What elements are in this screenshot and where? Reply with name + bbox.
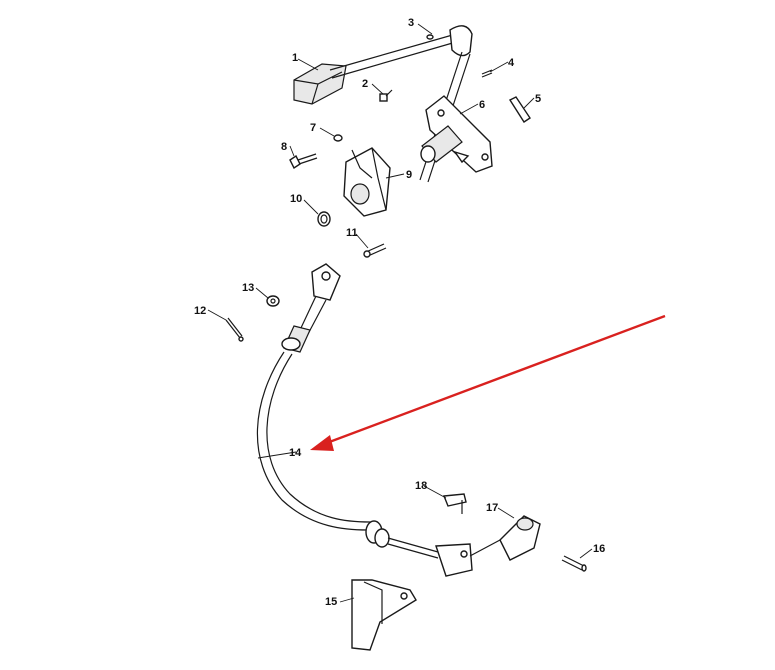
label-6: 6 [479, 99, 485, 111]
part-6-mounting-bracket [420, 95, 493, 173]
part-11-pin [363, 243, 387, 258]
part-2-bolt [379, 89, 393, 102]
part-1-shift-pad [293, 63, 347, 105]
part-4-pin [481, 69, 493, 78]
part-5-bolt [508, 96, 531, 123]
part-7-washer [333, 134, 343, 142]
label-18: 18 [415, 480, 427, 492]
part-10-snap-ring [317, 211, 331, 227]
part-15-cable-bracket [351, 579, 417, 651]
label-4: 4 [508, 57, 515, 69]
label-17: 17 [486, 502, 498, 514]
label-14: 14 [289, 447, 302, 459]
cable-upper-end [281, 263, 341, 353]
label-13: 13 [242, 282, 254, 294]
part-9-pivot-boss [343, 147, 391, 217]
part-16-pin [561, 555, 587, 572]
leader-lines [207, 23, 593, 603]
part-labels: 1 2 3 4 5 6 7 8 9 10 11 12 13 14 15 16 1… [194, 17, 605, 608]
label-5: 5 [535, 93, 541, 105]
label-15: 15 [325, 596, 337, 608]
label-3: 3 [408, 17, 414, 29]
label-12: 12 [194, 305, 206, 317]
red-pointer-arrow [310, 314, 666, 451]
label-16: 16 [593, 543, 605, 555]
cable-lower-end [365, 520, 473, 577]
label-10: 10 [290, 193, 302, 205]
label-2: 2 [362, 78, 368, 90]
label-7: 7 [310, 122, 316, 134]
label-8: 8 [281, 141, 287, 153]
part-17-lever-arm [469, 515, 541, 561]
label-1: 1 [292, 52, 298, 64]
part-18-clip [443, 493, 467, 514]
part-8-bolt [289, 153, 318, 170]
part-13-washer [266, 295, 280, 307]
part-12-cotter-pin [225, 317, 244, 342]
part-14-shift-cable [256, 351, 371, 531]
label-9: 9 [406, 169, 412, 181]
label-11: 11 [346, 227, 358, 239]
